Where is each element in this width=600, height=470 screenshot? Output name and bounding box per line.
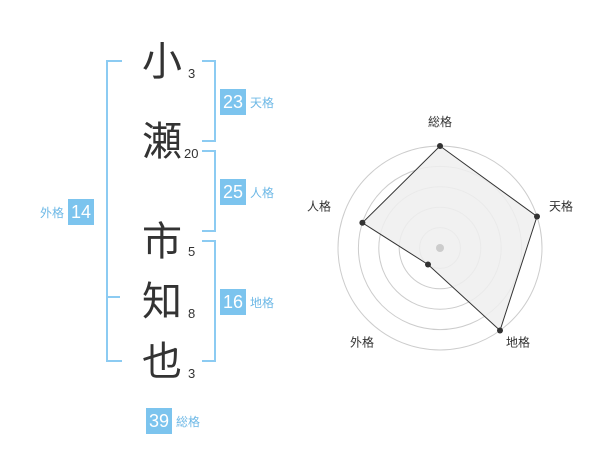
name-char-4: 知 <box>142 279 182 325</box>
radar-axis-label-3: 地格 <box>506 335 530 350</box>
tenkaku-label: 天格 <box>250 95 275 110</box>
gaikaku-bracket <box>106 60 122 362</box>
radar-point-3 <box>497 327 503 334</box>
jinkaku-bracket <box>202 150 216 232</box>
radar-point-4 <box>425 261 431 268</box>
radar-point-2 <box>534 213 540 220</box>
radar-axis-label-4: 外格 <box>350 335 374 350</box>
soukaku-fortune: 39 総格 <box>146 408 200 434</box>
stroke-count-4: 8 <box>188 306 196 321</box>
gaikaku-fortune: 外格 14 <box>40 199 95 225</box>
chikaku-fortune: 16 地格 <box>220 289 274 315</box>
soukaku-label: 総格 <box>176 414 201 429</box>
jinkaku-value: 25 <box>220 179 247 205</box>
chikaku-value: 16 <box>220 289 247 315</box>
jinkaku-fortune: 25 人格 <box>220 179 274 205</box>
name-char-3: 市 <box>142 219 182 265</box>
stroke-count-3: 5 <box>188 244 196 259</box>
name-char-1: 小 <box>142 39 182 85</box>
radar-axis-label-5: 人格 <box>307 199 331 214</box>
chikaku-label: 地格 <box>250 295 275 310</box>
gaikaku-value: 14 <box>68 199 95 225</box>
radar-value-area <box>361 145 538 332</box>
radar-point-1 <box>437 143 443 149</box>
tenkaku-value: 23 <box>220 89 247 115</box>
gaikaku-divider <box>106 296 120 298</box>
chikaku-bracket <box>202 240 216 362</box>
tenkaku-bracket <box>202 60 216 142</box>
soukaku-value: 39 <box>146 408 173 434</box>
radar-center-dot <box>436 244 444 252</box>
name-char-5: 也 <box>142 339 182 385</box>
radar-axis-label-1: 総格 <box>428 114 452 129</box>
gaikaku-label: 外格 <box>40 205 65 220</box>
stroke-count-5: 3 <box>188 366 196 381</box>
stroke-count-2: 20 <box>184 146 199 161</box>
radar-axis-label-2: 天格 <box>549 199 573 214</box>
stroke-count-1: 3 <box>188 66 196 81</box>
name-breakdown-panel: 小 瀬 市 知 也 3 20 5 8 3 23 天格 25 人格 16 地格 外… <box>40 39 274 434</box>
tenkaku-fortune: 23 天格 <box>220 89 274 115</box>
name-char-2: 瀬 <box>142 119 182 165</box>
jinkaku-label: 人格 <box>250 185 275 200</box>
radar-point-5 <box>359 219 366 226</box>
